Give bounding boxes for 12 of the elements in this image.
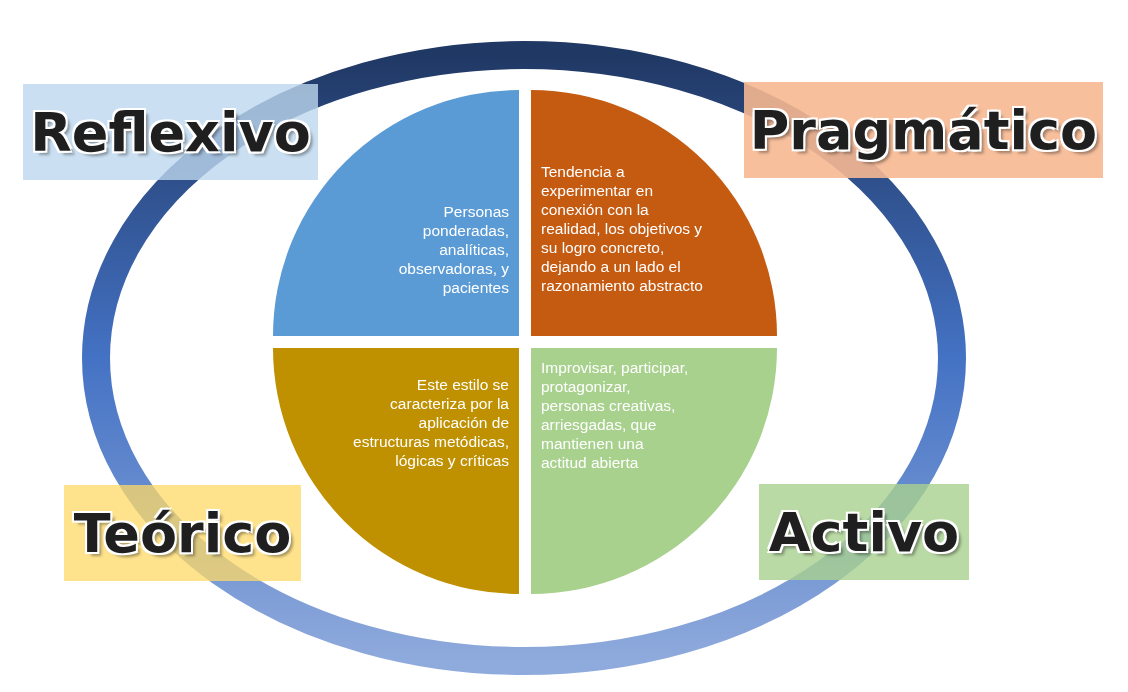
style-name: Reflexivo <box>30 100 311 164</box>
description-text: Tendencia a experimentar en conexión con la realidad, los objetivos y su logro concreto, dejando a un lado el razonamiento abstracto <box>541 162 704 295</box>
label-box <box>759 484 969 580</box>
label-box <box>744 82 1103 178</box>
description-text: Personas ponderadas, analíticas, observadoras, y pacientes <box>397 202 509 297</box>
style-name: Pragmático <box>749 98 1098 162</box>
description-text: Improvisar, participar, protagonizar, personas creativas, arriesgadas, que mantienen una actitud abierta <box>541 358 690 472</box>
label-box <box>23 84 318 180</box>
style-name: Activo <box>768 500 960 564</box>
description-text: Este estilo se caracteriza por la aplicación de estructuras metódicas, lógicas y críticas <box>352 375 509 470</box>
label-box <box>64 485 301 581</box>
style-name: Teórico <box>73 501 292 565</box>
